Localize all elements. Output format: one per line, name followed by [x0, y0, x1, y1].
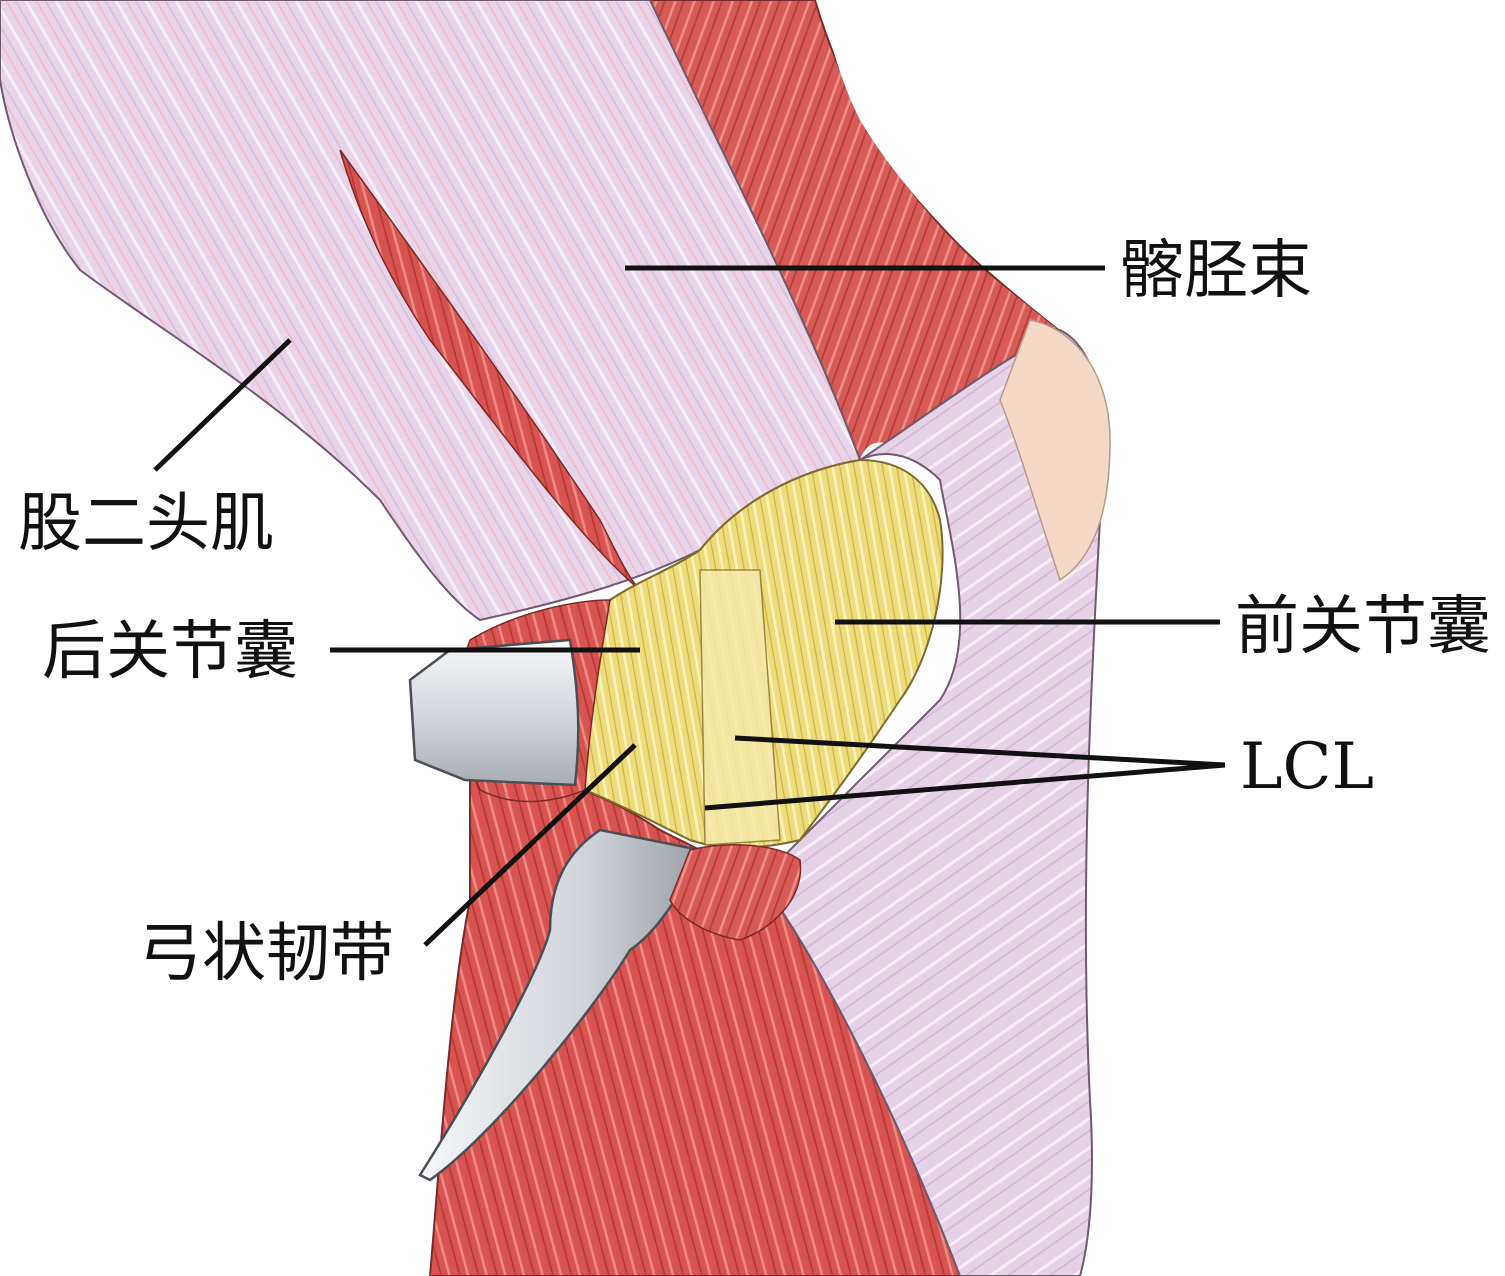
label-biceps-femoris: 股二头肌	[18, 487, 274, 561]
leader-lcl-lower	[704, 762, 1226, 811]
label-iliotibial-band: 髂胫束	[1120, 234, 1312, 308]
patella-region	[999, 319, 1111, 582]
leader-arcuate-ligament	[423, 743, 637, 947]
label-posterior-capsule: 后关节囊	[42, 615, 298, 689]
upper-retractor	[408, 638, 580, 787]
leader-lcl-upper	[734, 735, 1226, 768]
lcl-ligament	[699, 569, 781, 846]
leader-biceps-femoris	[153, 338, 292, 472]
label-lcl: LCL	[1240, 730, 1374, 804]
label-arcuate-ligament: 弓状韧带	[138, 917, 394, 991]
label-anterior-capsule: 前关节囊	[1235, 590, 1491, 664]
lower-retractor	[418, 828, 702, 1182]
arcuate-tendon	[669, 844, 802, 941]
